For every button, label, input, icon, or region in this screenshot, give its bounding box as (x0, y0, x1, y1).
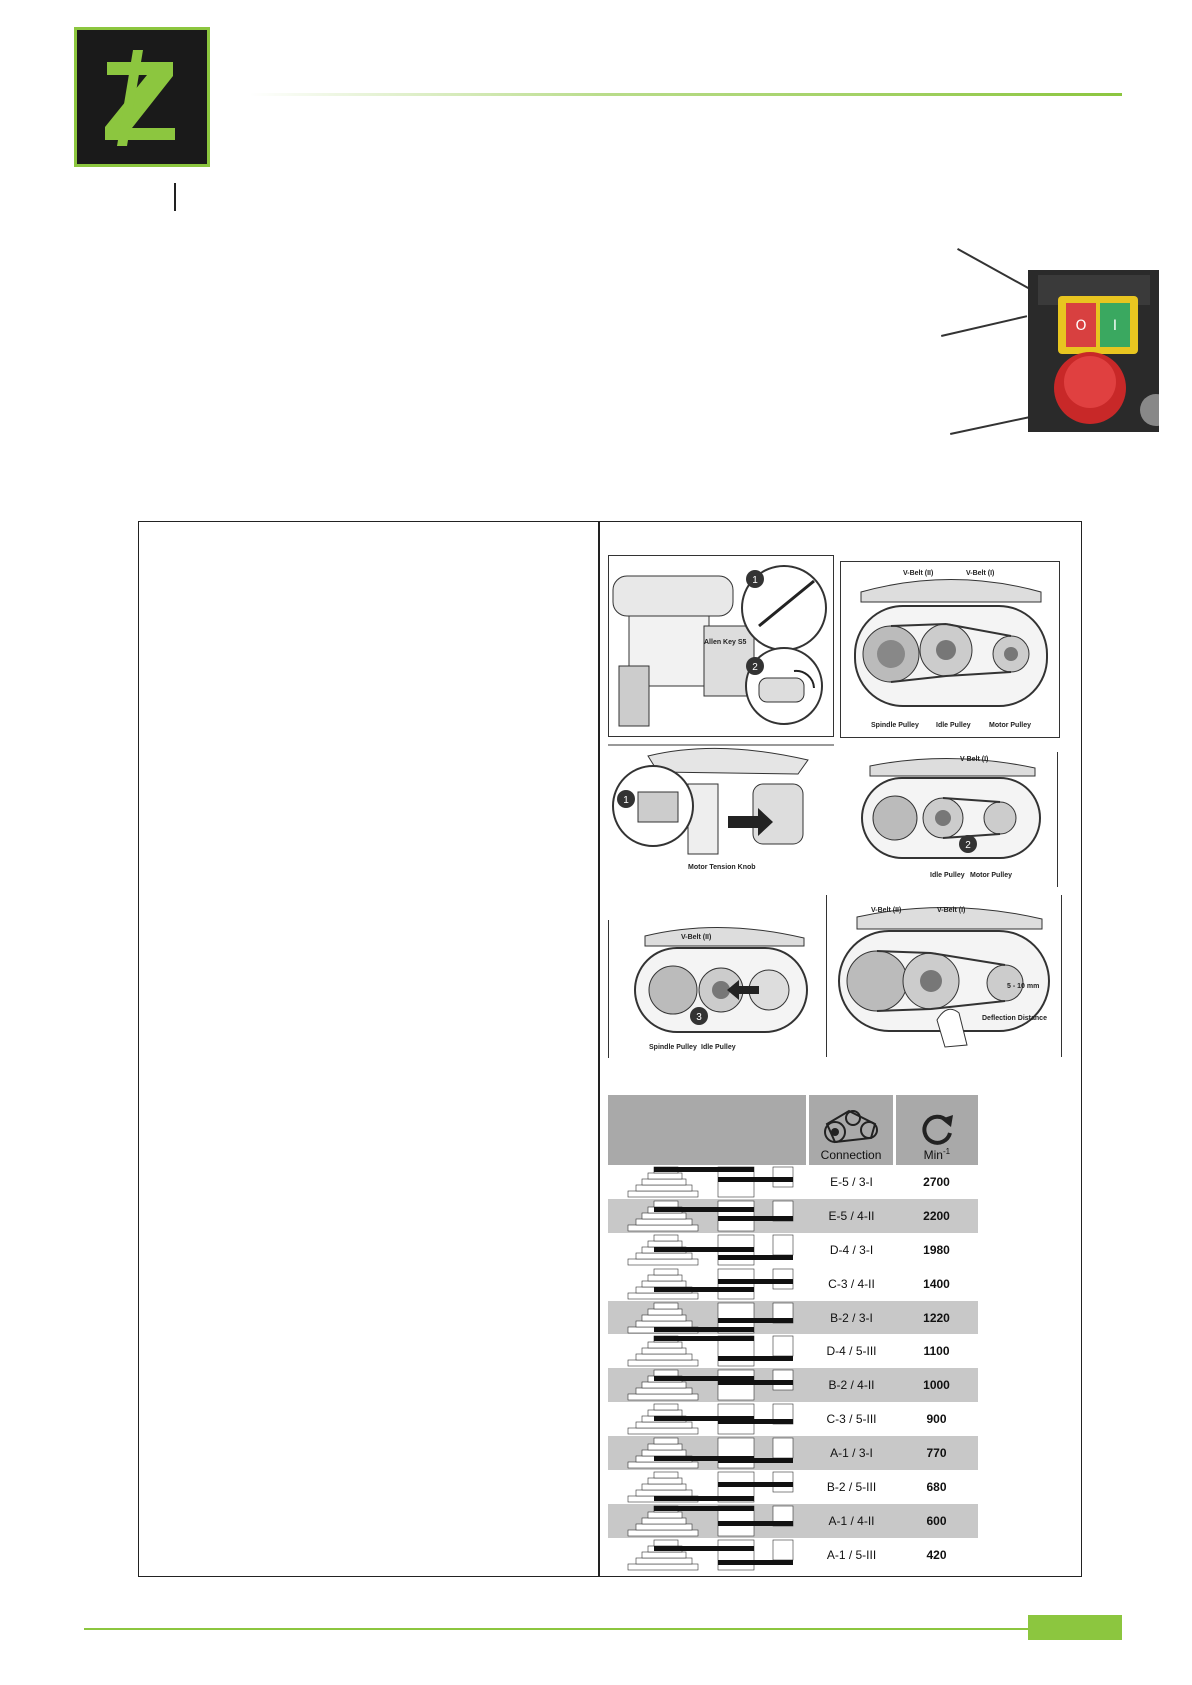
callout-line-1 (957, 248, 1035, 293)
table-row: B-2 / 3-I 1220 (608, 1300, 978, 1335)
table-row: D-4 / 3-I 1980 (608, 1233, 978, 1267)
speed-cell: 600 (926, 1513, 947, 1528)
connection-cell: C-3 / 5-III (826, 1412, 877, 1427)
table-row: D-4 / 5-III 1100 (608, 1334, 978, 1368)
spindle-pulley-label: Spindle Pulley (871, 722, 919, 729)
step-2-badge: 2 (965, 840, 971, 851)
v-belt-ii-label: V-Belt (II) (681, 934, 712, 941)
belt-position-diagram (608, 1402, 808, 1436)
motor-tension-knob-label: Motor Tension Knob (688, 864, 756, 871)
table-row: B-2 / 4-II 1000 (608, 1368, 978, 1403)
table-row: A-1 / 3-I 770 (608, 1436, 978, 1471)
on-off-switch-photo: O I (1028, 270, 1159, 432)
speed-cell: 770 (926, 1446, 947, 1461)
connection-header: Connection (809, 1095, 893, 1165)
step-2-badge: 2 (752, 662, 758, 673)
idle-pulley-label: Idle Pulley (701, 1044, 736, 1051)
step-1-badge: 1 (623, 795, 629, 806)
speed-cell: 680 (926, 1479, 947, 1494)
header-rule (250, 93, 1122, 96)
belt-position-diagram (608, 1233, 808, 1267)
speed-cell: 420 (926, 1547, 947, 1562)
table-row: B-2 / 5-III 680 (608, 1470, 978, 1504)
belt-position-diagram (608, 1267, 808, 1301)
deflection-distance-label: Deflection Distance (982, 1015, 1047, 1022)
v-belt-i-label: V-Belt (I) (966, 570, 995, 577)
figure-motor-tension: 1 Motor Tension Knob (608, 744, 834, 884)
table-row: C-3 / 4-II 1400 (608, 1267, 978, 1301)
figure-spindle-idle-pulley: 3 V-Belt (II) Spindle Pulley Idle Pulley (608, 920, 820, 1058)
step-3-badge: 3 (696, 1012, 702, 1023)
rotation-icon (922, 1114, 953, 1145)
belt-position-diagram (608, 1334, 808, 1368)
speed-cell: 1980 (923, 1242, 950, 1257)
callout-line-2 (941, 315, 1028, 337)
spindle-pulley-label: Spindle Pulley (649, 1044, 697, 1051)
footer-rule (84, 1628, 1122, 1630)
speed-cell: 2200 (923, 1208, 950, 1223)
speed-cell: 900 (926, 1412, 947, 1427)
belt-position-diagram (608, 1301, 808, 1335)
table-row: A-1 / 5-III 420 (608, 1538, 978, 1572)
callout-line-3 (950, 415, 1035, 435)
table-header: Connection Min-1 (608, 1095, 978, 1165)
belt-position-diagram (608, 1470, 808, 1504)
allen-key-label: Allen Key S5 (704, 639, 747, 646)
table-row: A-1 / 4-II 600 (608, 1503, 978, 1538)
content-box (138, 521, 1082, 1577)
speed-cell: 1100 (923, 1344, 950, 1359)
figure-belts-overview: V-Belt (II) V-Belt (I) Spindle Pulley Id… (840, 561, 1060, 738)
connection-cell: D-4 / 3-I (829, 1242, 874, 1257)
v-belt-i-label: V-Belt (I) (960, 756, 989, 763)
idle-pulley-label: Idle Pulley (930, 872, 965, 879)
header-blank (608, 1095, 807, 1165)
footer-page-block (1028, 1615, 1122, 1640)
connection-cell: E-5 / 3-I (830, 1174, 873, 1189)
table-row: C-3 / 5-III 900 (608, 1402, 978, 1436)
belt-position-diagram (608, 1199, 808, 1233)
min-header: Min-1 (895, 1095, 978, 1165)
step-1-badge: 1 (752, 575, 758, 586)
deflection-distance-value: 5 - 10 mm (1007, 983, 1040, 990)
column-divider (598, 521, 600, 1577)
belt-position-diagram (608, 1436, 808, 1470)
v-belt-ii-label: V-Belt (II) (903, 570, 934, 577)
speed-cell: 1400 (923, 1276, 950, 1291)
belt-position-diagram (608, 1368, 808, 1402)
table-row: E-5 / 4-II 2200 (608, 1198, 978, 1233)
figure-allen-key: 1 2 Allen Key S5 (608, 555, 834, 737)
v-belt-ii-label: V-Belt (II) (871, 907, 902, 914)
section-tick (174, 183, 176, 211)
table-row: E-5 / 3-I 2700 (608, 1165, 978, 1199)
connection-cell: C-3 / 4-II (828, 1276, 875, 1291)
belt-position-diagram (608, 1165, 808, 1199)
figure-deflection: V-Belt (II) V-Belt (I) 5 - 10 mm Deflect… (826, 895, 1062, 1057)
speed-cell: 2700 (923, 1174, 950, 1189)
motor-pulley-label: Motor Pulley (989, 722, 1032, 729)
min-label: Min-1 (923, 1147, 951, 1162)
connection-cell: A-1 / 4-II (828, 1513, 875, 1528)
motor-pulley-label: Motor Pulley (970, 872, 1013, 879)
start-symbol: I (1113, 318, 1117, 334)
connection-cell: D-4 / 5-III (826, 1344, 877, 1359)
connection-cell: A-1 / 5-III (826, 1547, 877, 1562)
belt-position-diagram (608, 1538, 808, 1572)
connection-cell: E-5 / 4-II (828, 1208, 875, 1223)
connection-cell: A-1 / 3-I (830, 1446, 873, 1461)
z-logo-icon (74, 27, 210, 167)
speed-cell: 1220 (923, 1310, 950, 1325)
speed-cell: 1000 (923, 1378, 950, 1393)
connection-cell: B-2 / 4-II (828, 1378, 875, 1393)
v-belt-i-label: V-Belt (I) (937, 907, 966, 914)
connection-cell: B-2 / 5-III (826, 1479, 877, 1494)
stop-symbol: O (1075, 318, 1086, 334)
figure-idle-motor-pulley: 2 V-Belt (I) Idle Pulley Motor Pulley (840, 752, 1058, 887)
connection-cell: B-2 / 3-I (830, 1310, 873, 1325)
belt-position-diagram (608, 1504, 808, 1538)
pulley-connection-icon (824, 1109, 879, 1144)
idle-pulley-label: Idle Pulley (936, 722, 971, 729)
connection-label: Connection (820, 1148, 882, 1162)
